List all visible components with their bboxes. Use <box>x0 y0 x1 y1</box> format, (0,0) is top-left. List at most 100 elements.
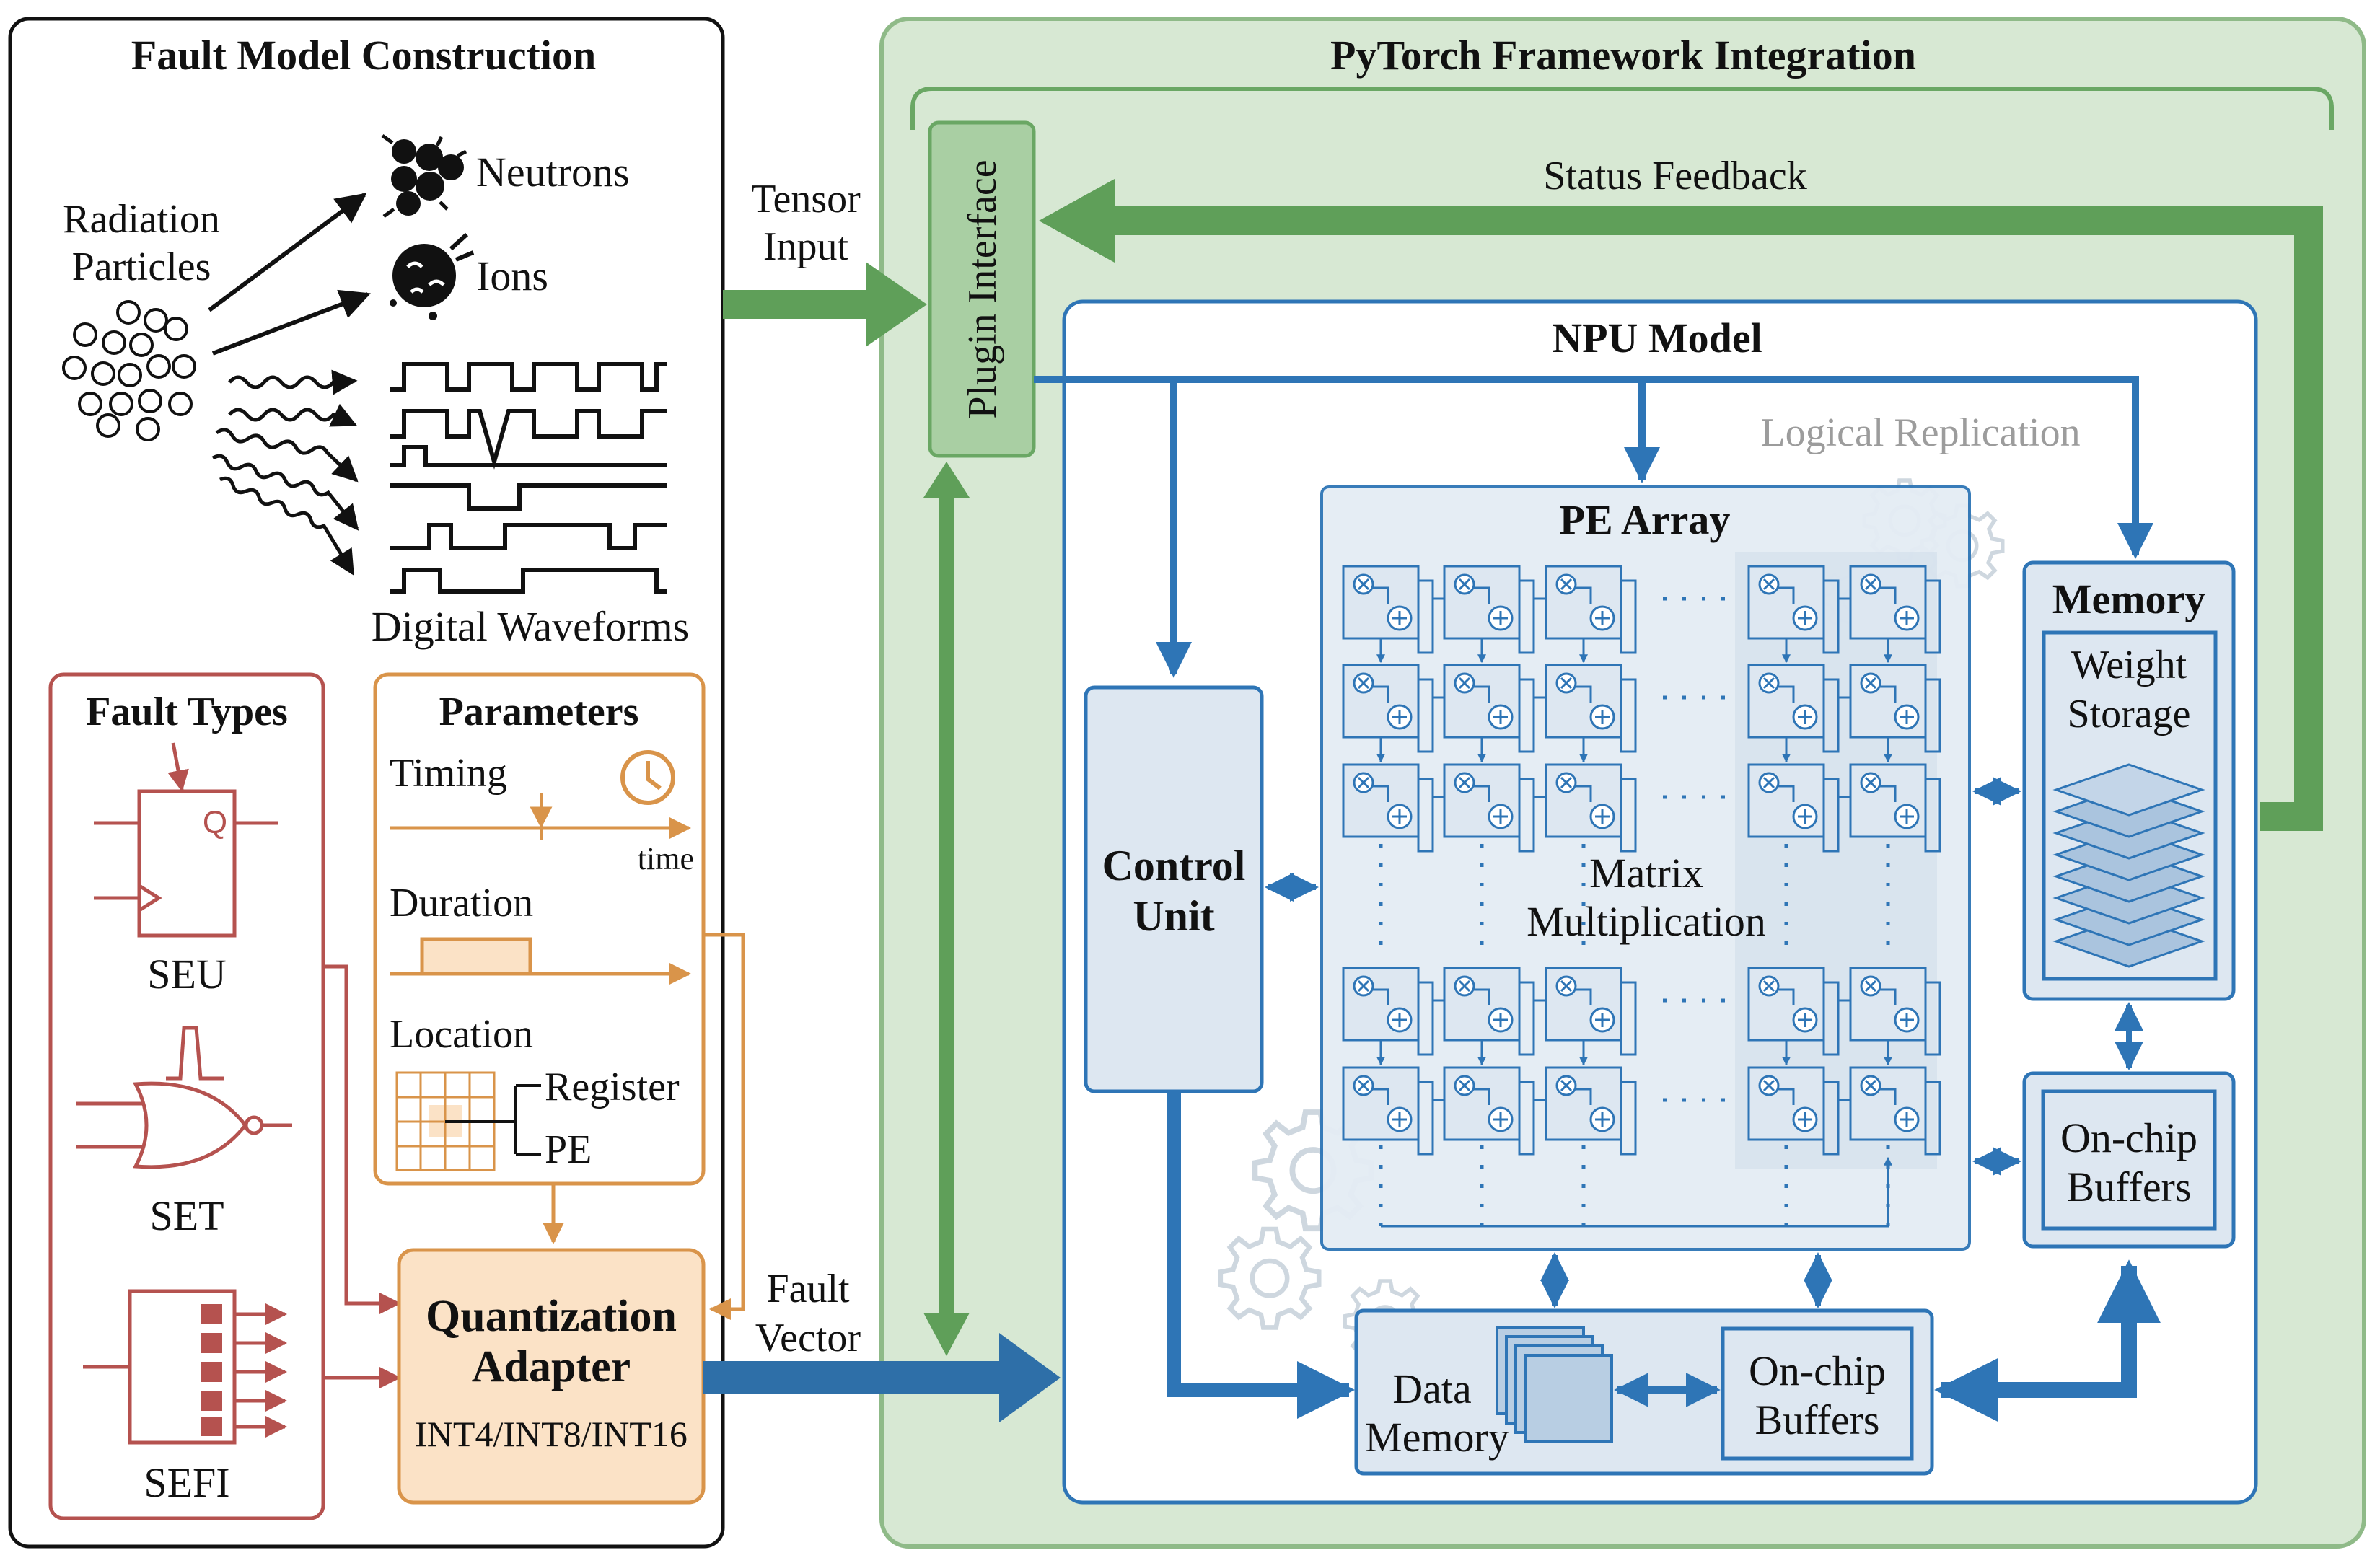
pe-cell <box>1545 967 1637 1056</box>
fault-types-box <box>48 672 325 1520</box>
plugin-interface-label: Plugin Interface <box>960 159 1005 418</box>
fault-type-connectors <box>323 964 401 1388</box>
pe-cell <box>1545 763 1637 853</box>
tensor-input-label-1: Tensor <box>751 177 861 221</box>
quant-formats: INT4/INT8/INT16 <box>415 1414 688 1454</box>
pe-cell <box>1545 664 1637 753</box>
buffers-right-label-2: Buffers <box>2067 1163 2192 1210</box>
pe-cell <box>1849 664 1941 753</box>
ions-label: Ions <box>476 252 548 299</box>
weight-layer <box>2052 763 2205 817</box>
data-memory-label-2: Memory <box>1365 1414 1509 1461</box>
pe-cell <box>1443 1066 1535 1156</box>
pe-cell <box>1342 763 1434 853</box>
buffers-link-arrow <box>1934 1259 2161 1422</box>
pe-cell <box>1747 565 1840 654</box>
pe-cell <box>1443 967 1535 1056</box>
radiation-label: Radiation <box>63 197 220 242</box>
pytorch-bracket <box>910 87 2334 130</box>
fault-model-title: Fault Model Construction <box>131 32 596 79</box>
status-feedback-label: Status Feedback <box>1543 154 1806 198</box>
plugin-fault-link <box>923 462 970 1356</box>
pe-cell <box>1747 763 1840 853</box>
weight-stack-icon <box>2052 763 2205 968</box>
neutrons-label: Neutrons <box>476 149 630 195</box>
fault-vector-arrow <box>703 1333 1061 1422</box>
location-label: Location <box>390 1012 533 1057</box>
wavy-arrows <box>211 369 359 576</box>
pe-cell <box>1849 1066 1941 1156</box>
set-gate-icon <box>76 1026 292 1169</box>
onchip-buffers-right-inner <box>2041 1089 2217 1231</box>
matrix-label-1: Matrix <box>1589 850 1703 897</box>
set-label: SET <box>149 1192 224 1239</box>
plugin-interface-box[interactable] <box>928 120 1036 458</box>
pe-cell <box>1342 1066 1434 1156</box>
pe-cell <box>1849 565 1941 654</box>
fault-types-title: Fault Types <box>86 690 288 734</box>
pe-cell <box>1747 967 1840 1056</box>
pe-return-line <box>1381 1156 1892 1228</box>
register-label: Register <box>545 1065 680 1109</box>
parameters-title: Parameters <box>439 690 639 734</box>
pe-cell <box>1747 1066 1840 1156</box>
waveforms-label: Digital Waveforms <box>372 603 689 650</box>
quant-title-2: Adapter <box>472 1342 631 1391</box>
ion-arrow <box>211 289 371 356</box>
pe-cell <box>1545 565 1637 654</box>
data-memory-stack-icon <box>1496 1326 1613 1443</box>
plugin-to-npu-routing <box>1034 376 2153 678</box>
pe-cell <box>1443 763 1535 853</box>
buffers-bottom-label-2: Buffers <box>1755 1396 1880 1443</box>
digital-waveforms <box>390 362 667 594</box>
time-label: time <box>638 841 694 876</box>
matrix-label-2: Multiplication <box>1527 898 1766 945</box>
data-memory-label-1: Data <box>1392 1365 1472 1412</box>
pe-cell <box>1747 664 1840 753</box>
duration-pulse <box>390 937 691 985</box>
duration-to-adapter-arrow <box>703 933 745 1320</box>
replica-column-shade <box>1735 552 1937 1168</box>
seu-q-label: Q <box>203 805 227 840</box>
pytorch-title: PyTorch Framework Integration <box>1330 32 1916 79</box>
fault-vector-label-2: Vector <box>755 1316 861 1360</box>
neutron-icon <box>381 133 467 219</box>
particles-label: Particles <box>72 245 211 289</box>
seu-flipflop-icon <box>94 742 278 938</box>
pe-cell <box>1443 565 1535 654</box>
weight-label-1: Weight <box>2071 643 2187 687</box>
tensor-input-label-2: Input <box>763 224 849 269</box>
fault-vector-label-1: Fault <box>766 1267 850 1311</box>
onchip-buffers-bottom-box <box>1721 1326 1914 1461</box>
pe-label: PE <box>545 1127 592 1172</box>
particle-cluster <box>62 300 196 441</box>
timing-label: Timing <box>390 751 507 796</box>
control-unit-label-1: Control <box>1102 842 1246 889</box>
location-grid-icon <box>395 1071 541 1171</box>
seu-label: SEU <box>147 951 227 998</box>
pe-cell <box>1342 967 1434 1056</box>
ion-icon <box>390 232 475 320</box>
memory-title: Memory <box>2052 576 2206 622</box>
quant-title-1: Quantization <box>426 1292 677 1341</box>
control-to-data-memory-arrow <box>1167 1091 1355 1419</box>
pe-grid <box>1342 565 1941 1228</box>
duration-label: Duration <box>390 881 533 925</box>
clock-icon <box>620 750 675 805</box>
npu-title: NPU Model <box>1552 314 1762 361</box>
neutron-arrow <box>208 193 367 312</box>
pe-cell <box>1849 763 1941 853</box>
pe-cell <box>1342 565 1434 654</box>
parameters-box <box>373 672 706 1186</box>
weight-label-2: Storage <box>2067 692 2190 736</box>
pe-cell <box>1849 967 1941 1056</box>
control-unit-box <box>1084 685 1264 1093</box>
buffers-bottom-label-1: On-chip <box>1749 1347 1886 1394</box>
control-unit-label-2: Unit <box>1133 892 1214 940</box>
pe-array-title: PE Array <box>1560 496 1731 543</box>
logical-replication-label: Logical Replication <box>1760 410 2080 455</box>
buffers-right-label-1: On-chip <box>2060 1114 2197 1161</box>
tensor-input-arrow <box>723 262 927 347</box>
sefi-label: SEFI <box>144 1459 229 1506</box>
